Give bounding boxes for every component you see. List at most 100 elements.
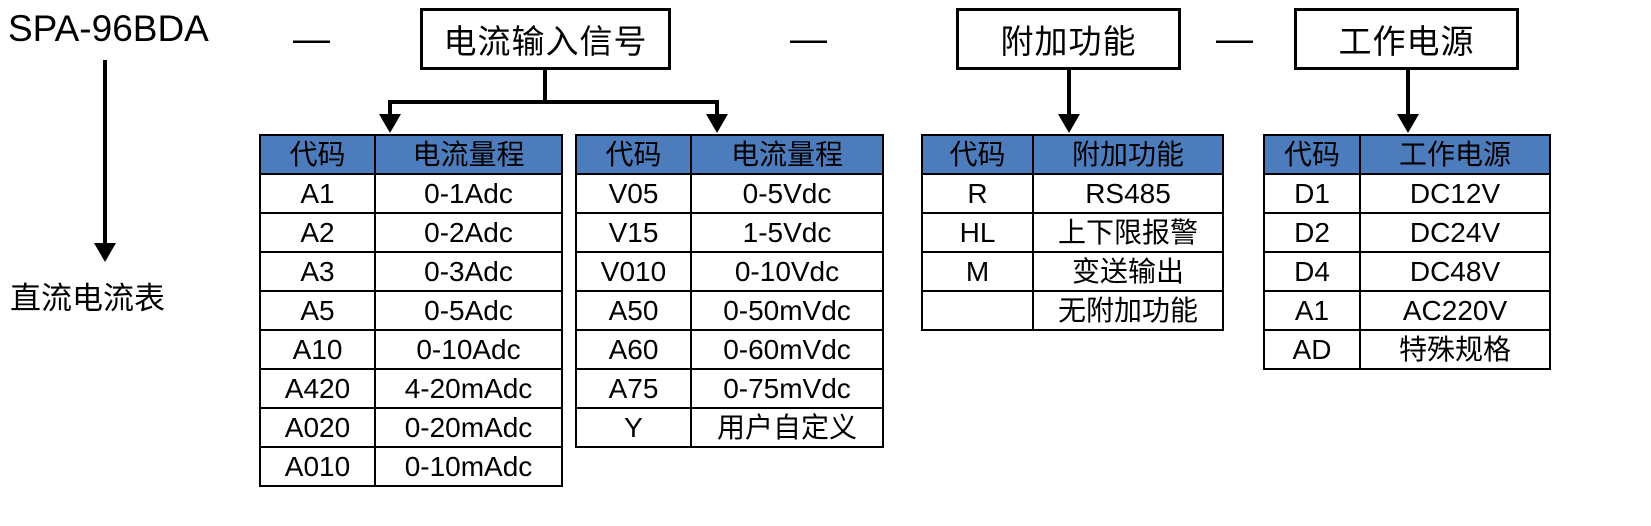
cell-code: V15 — [575, 212, 692, 253]
cell-value: RS485 — [1032, 173, 1224, 214]
cell-code: A420 — [259, 368, 376, 409]
working-power-connector-arrow-icon — [1397, 114, 1419, 133]
cell-code: A1 — [1263, 290, 1361, 331]
cell-value: 0-5Vdc — [690, 173, 884, 214]
branch-left-arrow-icon — [379, 114, 401, 133]
cell-value: 0-1Adc — [374, 173, 563, 214]
branch-bar-line — [388, 100, 719, 104]
cell-value: 无附加功能 — [1032, 290, 1224, 331]
cell-code: A75 — [575, 368, 692, 409]
column-header-code: 代码 — [921, 134, 1034, 175]
cell-value: 0-5Adc — [374, 290, 563, 331]
cell-code: V05 — [575, 173, 692, 214]
cell-value: DC24V — [1359, 212, 1551, 253]
cell-value: 0-60mVdc — [690, 329, 884, 370]
cell-value: 0-2Adc — [374, 212, 563, 253]
model-connector-arrow-icon — [94, 243, 116, 262]
column-header-value: 附加功能 — [1032, 134, 1224, 175]
cell-value: 用户自定义 — [690, 407, 884, 448]
branch-stem-line — [543, 70, 547, 102]
table-header-row: 代码 附加功能 — [921, 134, 1224, 175]
table-row: 无附加功能 — [921, 290, 1224, 331]
column-header-code: 代码 — [259, 134, 376, 175]
cell-code: A1 — [259, 173, 376, 214]
cell-code: D2 — [1263, 212, 1361, 253]
separator-dash-2: — — [790, 18, 827, 59]
column-header-value: 工作电源 — [1359, 134, 1551, 175]
additional-function-connector-line — [1067, 70, 1071, 118]
cell-code: M — [921, 251, 1034, 292]
table-header-row: 代码 工作电源 — [1263, 134, 1551, 175]
cell-value: 4-20mAdc — [374, 368, 563, 409]
group-box-current-input-signal[interactable]: 电流输入信号 — [420, 8, 671, 70]
additional-function-connector-arrow-icon — [1058, 114, 1080, 133]
cell-value: 0-3Adc — [374, 251, 563, 292]
cell-code: AD — [1263, 329, 1361, 370]
cell-code: A10 — [259, 329, 376, 370]
cell-code: A3 — [259, 251, 376, 292]
cell-code: Y — [575, 407, 692, 448]
cell-value: DC12V — [1359, 173, 1551, 214]
column-header-code: 代码 — [575, 134, 692, 175]
separator-dash-3: — — [1216, 18, 1253, 59]
cell-code: A020 — [259, 407, 376, 448]
cell-code: A2 — [259, 212, 376, 253]
group-box-working-power[interactable]: 工作电源 — [1294, 8, 1519, 70]
group-box-additional-function[interactable]: 附加功能 — [956, 8, 1181, 70]
column-header-code: 代码 — [1263, 134, 1361, 175]
cell-code: D4 — [1263, 251, 1361, 292]
branch-right-line — [715, 100, 719, 118]
table-header-row: 代码 电流量程 — [575, 134, 884, 175]
cell-value: 0-10mAdc — [374, 446, 563, 487]
cell-value: 0-75mVdc — [690, 368, 884, 409]
branch-left-line — [388, 100, 392, 118]
cell-value: 0-10Adc — [374, 329, 563, 370]
cell-value: 0-20mAdc — [374, 407, 563, 448]
cell-code: A50 — [575, 290, 692, 331]
model-description: 直流电流表 — [10, 281, 165, 316]
cell-value: 特殊规格 — [1359, 329, 1551, 370]
cell-value: 上下限报警 — [1032, 212, 1224, 253]
branch-right-arrow-icon — [706, 114, 728, 133]
working-power-connector-line — [1406, 70, 1410, 118]
separator-dash-1: — — [293, 18, 330, 59]
cell-value: DC48V — [1359, 251, 1551, 292]
cell-value: AC220V — [1359, 290, 1551, 331]
column-header-value: 电流量程 — [690, 134, 884, 175]
cell-value: 变送输出 — [1032, 251, 1224, 292]
cell-code: V010 — [575, 251, 692, 292]
cell-code: D1 — [1263, 173, 1361, 214]
cell-code: A010 — [259, 446, 376, 487]
cell-code: R — [921, 173, 1034, 214]
table-header-row: 代码 电流量程 — [259, 134, 563, 175]
cell-value: 0-10Vdc — [690, 251, 884, 292]
model-connector-line — [103, 60, 107, 245]
